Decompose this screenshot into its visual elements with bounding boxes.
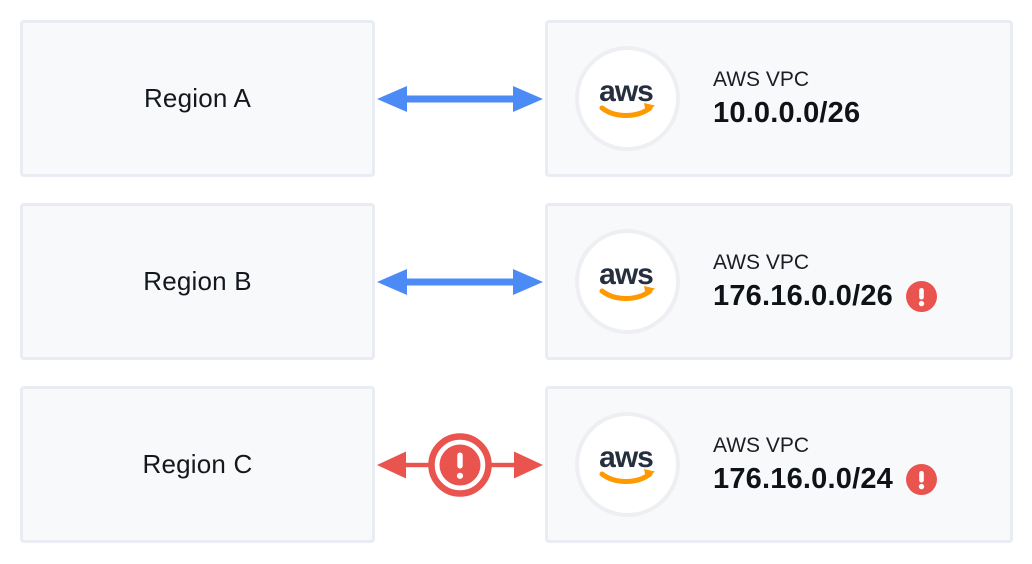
vpc-cidr: 176.16.0.0/24 [713,462,893,495]
cidr-line: 176.16.0.0/24 [713,463,937,496]
svg-text:aws: aws [599,441,653,474]
vpc-card-a: aws AWS VPC 10.0.0.0/26 [545,20,1013,177]
cidr-line: 176.16.0.0/26 [713,280,937,313]
aws-logo-glyph: aws [599,441,655,484]
cidr-warning-icon [905,280,937,312]
vpc-cidr: 176.16.0.0/26 [713,279,893,312]
region-label: Region B [143,266,252,296]
peering-link-b [375,203,545,360]
vpc-type-label: AWS VPC [713,433,810,457]
double-arrow-icon [377,268,543,295]
peering-link-a [375,20,545,177]
region-box-c: Region C [20,386,375,543]
region-row-a: Region A aws AWS VPC 10.0.0.0/26 [20,20,1013,177]
vpc-cidr: 10.0.0.0/26 [713,96,861,129]
region-label: Region C [142,449,253,479]
region-box-a: Region A [20,20,375,177]
region-box-b: Region B [20,203,375,360]
vpc-info: AWS VPC 176.16.0.0/26 [713,251,937,313]
double-arrow-error-icon [377,432,543,497]
vpc-type-label: AWS VPC [713,250,810,274]
vpc-type-label: AWS VPC [713,67,810,91]
aws-logo-icon: aws [575,412,680,517]
cidr-warning-icon [905,463,937,495]
double-arrow-icon [377,85,543,112]
vpc-card-c: aws AWS VPC 176.16.0.0/24 [545,386,1013,543]
vpc-card-b: aws AWS VPC 176.16.0.0/26 [545,203,1013,360]
peering-link-c [375,386,545,543]
vpc-info: AWS VPC 176.16.0.0/24 [713,434,937,496]
region-label: Region A [143,83,252,113]
vpc-info: AWS VPC 10.0.0.0/26 [713,68,860,130]
aws-logo-glyph: aws [599,75,655,118]
aws-logo-glyph: aws [599,258,655,301]
svg-text:aws: aws [599,258,653,291]
region-row-b: Region B aws AWS VPC 176.16.0.0/26 [20,203,1013,360]
aws-logo-icon: aws [575,46,680,151]
aws-logo-icon: aws [575,229,680,334]
region-row-c: Region C aws [20,386,1013,543]
cidr-line: 10.0.0.0/26 [713,97,860,130]
svg-text:aws: aws [599,75,653,108]
exclamation-circle-icon [428,432,492,497]
